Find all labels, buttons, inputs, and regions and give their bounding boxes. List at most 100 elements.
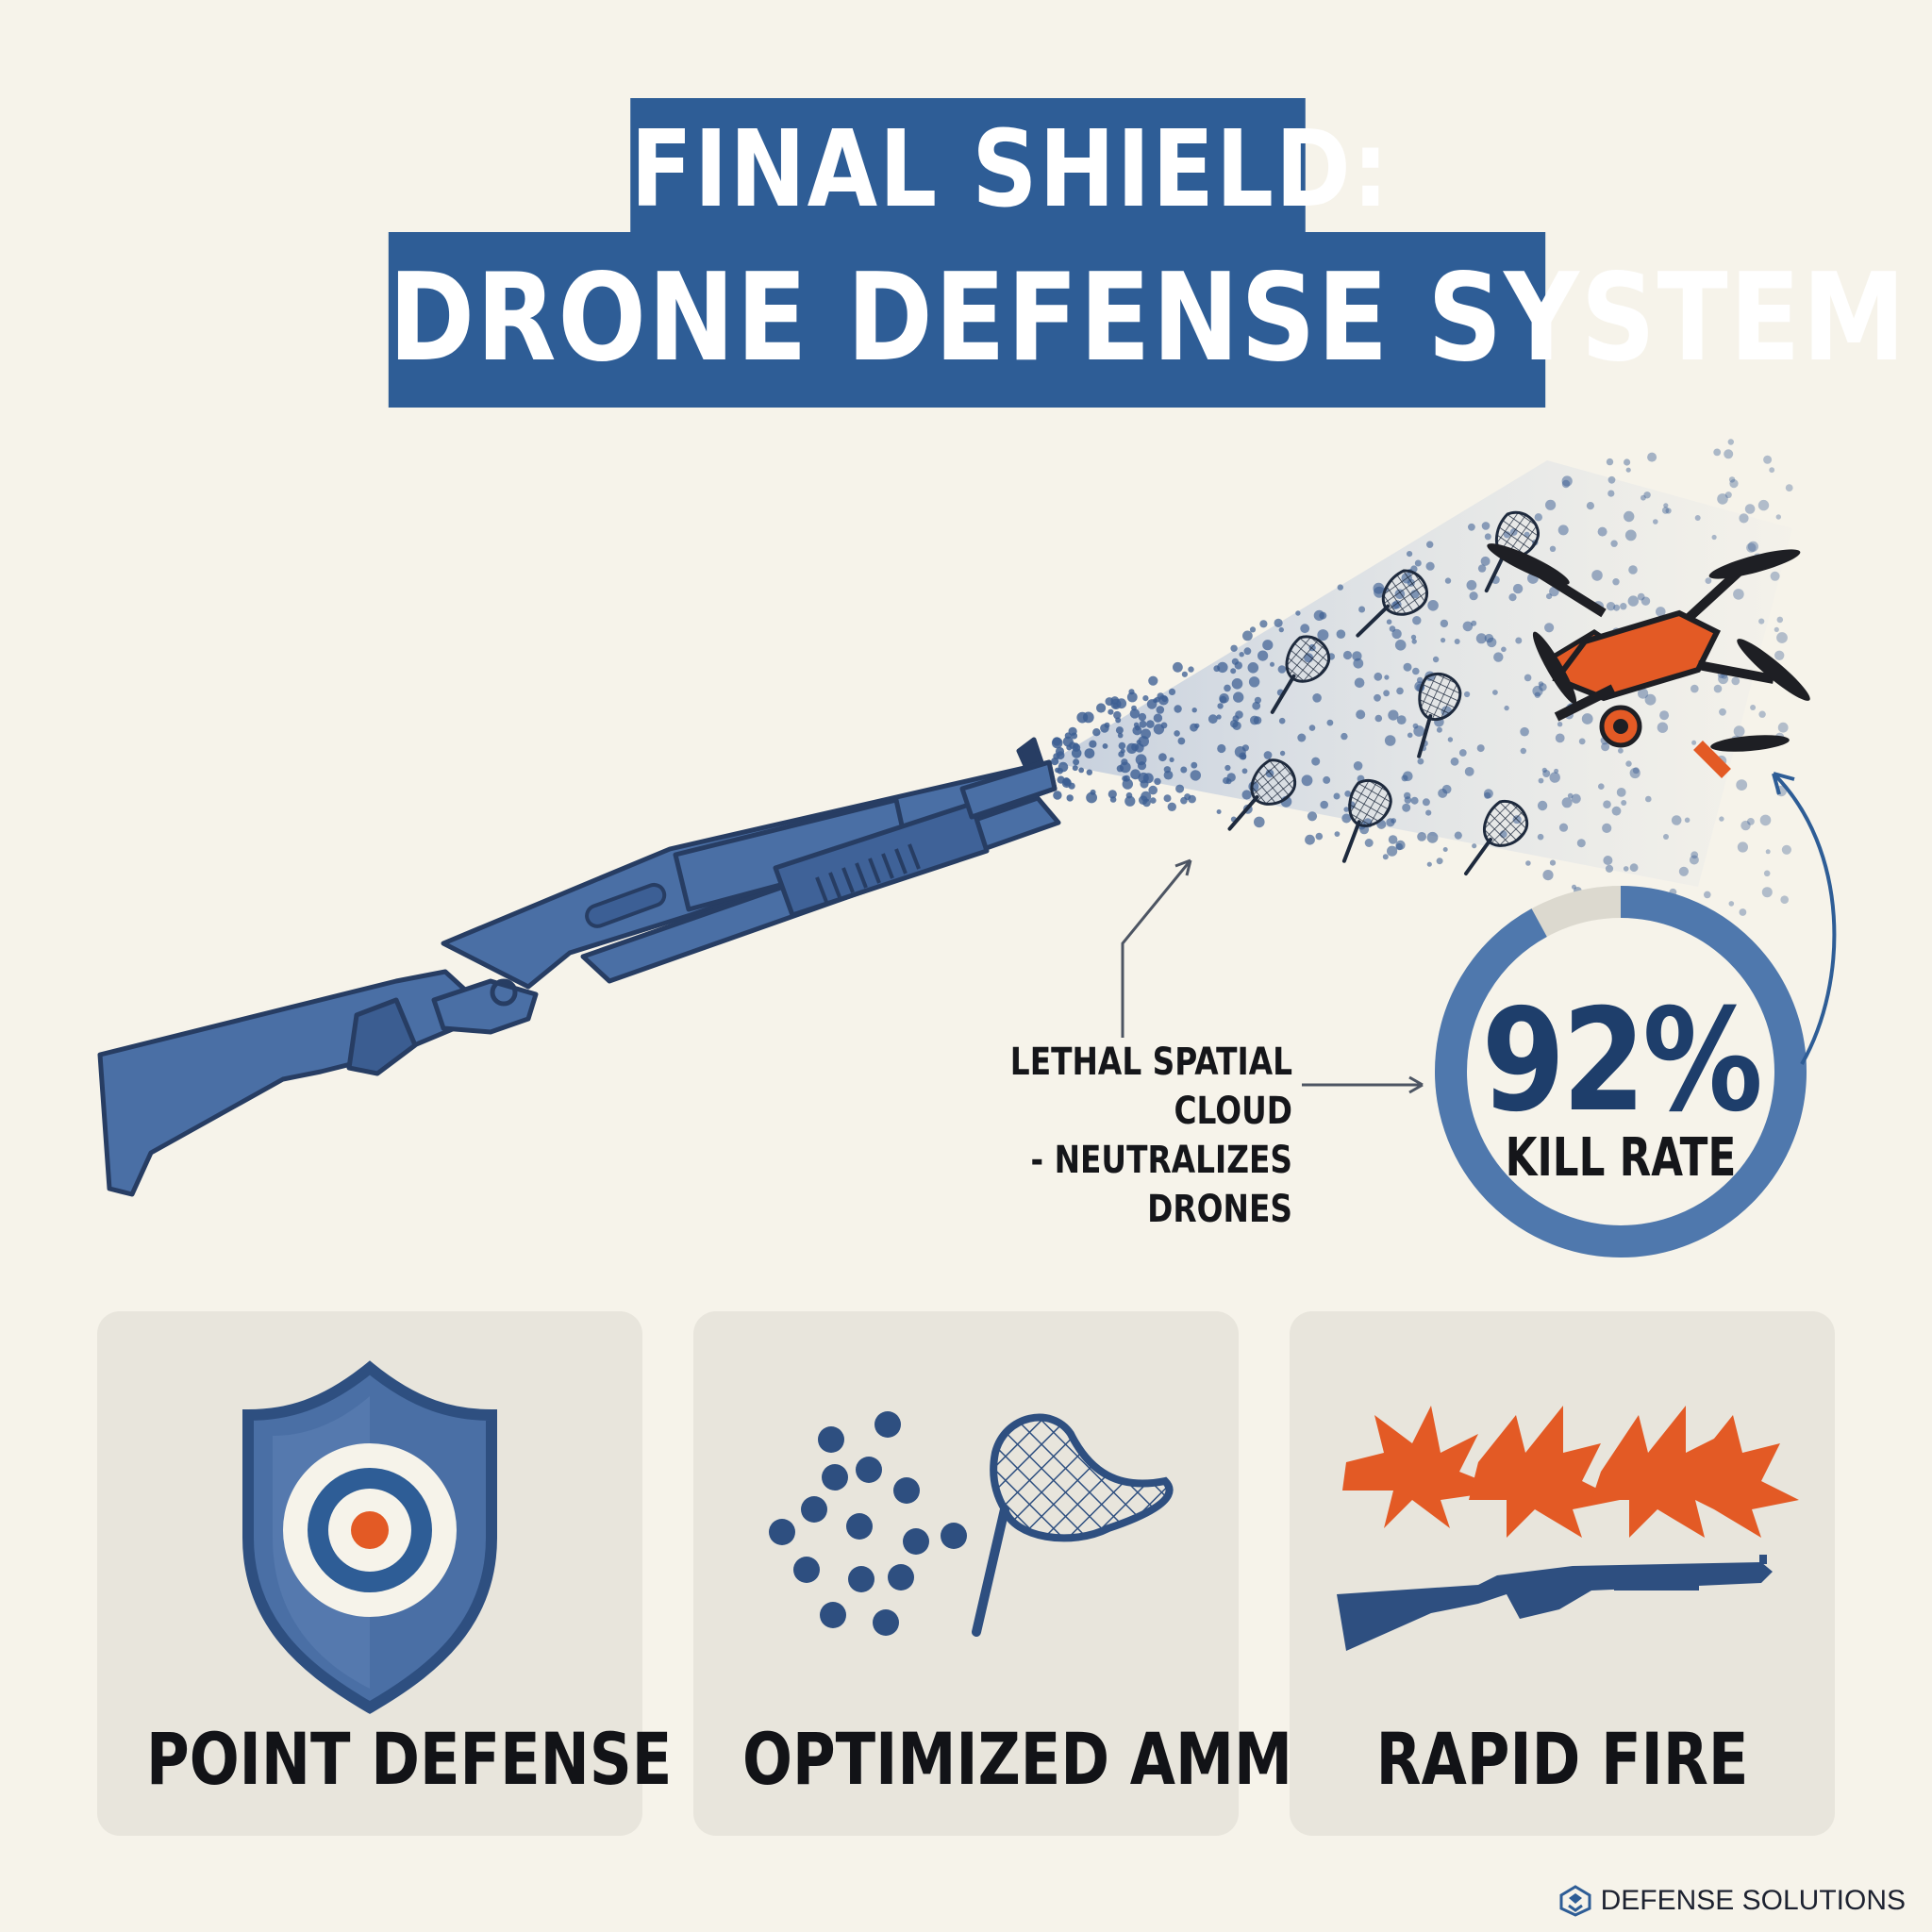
spray-pellet [1259,620,1268,628]
spray-pellet [1217,743,1226,754]
spray-pellet [1466,579,1477,591]
spray-pellet [1520,747,1527,755]
spray-pellet [1319,611,1327,620]
spray-pellet [1719,816,1724,822]
spray-pellet [1731,676,1740,686]
spray-pellet [1334,831,1341,837]
spray-pellet [1108,790,1117,799]
spray-pellet [1402,803,1411,812]
spray-pellet [1616,788,1626,797]
spray-pellet [1757,499,1770,511]
spray-pellet [1124,795,1136,807]
spray-pellet [1072,765,1078,772]
spray-pellet [1558,823,1569,832]
spray-pellet [1727,439,1735,445]
spray-pellet [1537,800,1548,811]
spray-pellet [1624,529,1637,541]
spray-pellet [1216,714,1222,720]
spray-pellet [1606,458,1614,466]
spray-pellet [1383,690,1390,697]
spray-pellet [1354,677,1365,689]
spray-pellet [1414,559,1422,567]
spray-pellet [1641,596,1651,606]
kill-rate-value: 92% [1481,979,1762,1143]
spray-pellet [1078,767,1085,774]
spray-pellet [1308,724,1316,731]
spray-pellet [1163,794,1172,803]
spray-pellet [1353,761,1363,771]
spray-pellet [1100,724,1109,733]
spray-pellet [1537,833,1544,841]
spray-pellet [1396,687,1404,695]
spray-pellet [1118,741,1126,750]
spray-pellet [1637,592,1645,601]
spray-pellet [1471,620,1477,626]
spray-pellet [1411,639,1417,644]
spray-pellet [1188,666,1194,673]
spray-pellet [1391,818,1397,824]
spray-pellet [1384,735,1396,746]
spray-pellet [1607,490,1615,497]
spray-pellet [1356,709,1366,720]
spray-pellet [1190,770,1202,781]
spray-pellet [1770,571,1780,581]
spray-pellet [1410,796,1419,805]
spray-pellet [1750,705,1757,710]
spray-pellet [1262,640,1274,651]
spray-pellet [1576,839,1586,848]
spray-pellet [1612,578,1620,586]
spray-pellet [1454,831,1462,840]
spray-pellet [1307,811,1318,822]
spray-pellet [1472,843,1477,849]
spray-pellet [1116,765,1124,773]
muzzle-flash-shotgun-icon [1337,1406,1799,1651]
spray-pellet [1188,794,1196,804]
spray-pellet [1661,507,1670,514]
spray-pellet [1160,722,1168,729]
spray-pellet [1243,647,1252,656]
spray-pellet [1684,817,1690,824]
spray-pellet [1728,476,1736,483]
spray-pellet [1173,661,1183,673]
spray-pellet [1561,797,1573,808]
spray-pellet [1108,708,1114,715]
spray-pellet [1534,513,1543,522]
spray-pellet [1477,564,1487,573]
spray-pellet [1382,854,1389,860]
spray-pellet [1597,526,1607,537]
spray-pellet [1115,717,1122,724]
spray-pellet [1603,800,1611,808]
spray-pellet [1438,788,1448,798]
spray-pellet [1053,753,1060,760]
spray-pellet [1249,626,1257,633]
spray-pellet [1141,791,1152,802]
spray-pellet [1084,748,1095,758]
spray-pellet [1263,751,1273,759]
spray-pellet [1620,603,1627,610]
spray-pellet [1442,847,1448,852]
spray-pellet [1089,740,1097,748]
spray-pellet [1138,712,1147,722]
spray-pellet [1150,797,1157,804]
spray-pellet [1254,816,1265,828]
spray-pellet [1426,831,1439,843]
spray-pellet [1412,616,1422,625]
spray-pellet [1231,678,1243,690]
spray-pellet [1068,782,1075,790]
spray-pellet [1417,832,1426,841]
spray-pellet [1142,798,1151,808]
spray-pellet [1659,710,1670,721]
spray-pellet [1628,565,1638,575]
spray-pellet [1102,743,1108,749]
spray-pellet [1487,637,1497,648]
spray-pellet [1690,851,1699,859]
spray-pellet [1132,725,1142,736]
spray-pellet [1645,795,1652,803]
spray-pellet [1396,715,1407,724]
spray-pellet [1323,775,1331,784]
spray-pellet [1774,626,1779,633]
spray-pellet [1126,742,1138,755]
spray-pellet [1234,661,1243,670]
spray-pellet [1578,738,1586,745]
spray-pellet [1391,628,1402,640]
